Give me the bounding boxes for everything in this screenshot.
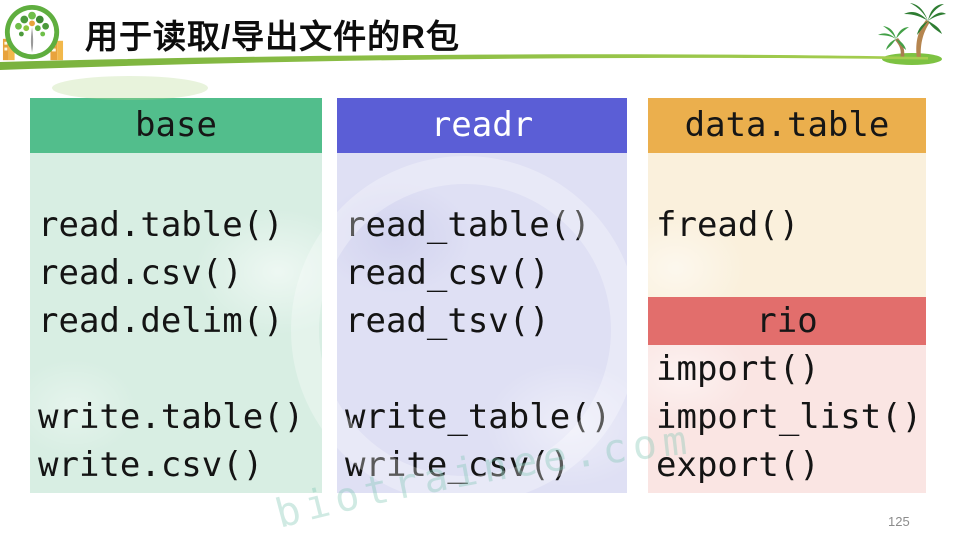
spacer-row [337,345,627,393]
function-row: write.csv() [38,445,264,485]
column-datatable-body: fread() [648,153,926,297]
slide-title: 用于读取/导出文件的R包 [85,18,460,55]
function-row: read.csv() [38,253,243,293]
column-datatable-header: data.table [648,98,926,153]
function-row: read.table() [38,205,284,245]
page-number: 125 [888,514,910,529]
spacer-row [30,153,322,201]
function-row: read_tsv() [345,301,550,341]
function-row: write.table() [38,397,305,437]
function-row: write_table() [345,397,612,437]
column-readr-body: read_table() read_csv() read_tsv() write… [337,153,627,493]
function-row: import() [656,349,820,389]
column-readr: readr read_table() read_csv() read_tsv()… [337,98,627,493]
biotrainee-logo-icon [2,4,64,61]
function-row: read_table() [345,205,591,245]
function-row: export() [656,445,820,485]
column-rio-body: import() import_list() export() [648,345,926,493]
column-base-header: base [30,98,322,153]
function-row: write_csv() [345,445,571,485]
spacer-row [337,153,627,201]
column-datatable-rio: data.table fread() rio import() import_l… [648,98,926,493]
spacer-row [30,345,322,393]
palm-tree-icon [878,3,946,65]
column-base: base read.table() read.csv() read.delim(… [30,98,322,493]
function-row: import_list() [656,397,923,437]
column-base-body: read.table() read.csv() read.delim() wri… [30,153,322,493]
header-divider-swoosh [0,54,928,70]
function-row: fread() [656,205,800,245]
function-row: read.delim() [38,301,284,341]
spacer-row [648,153,926,201]
spacer-row [648,249,926,297]
function-row: read_csv() [345,253,550,293]
column-rio-header: rio [648,297,926,345]
column-readr-header: readr [337,98,627,153]
